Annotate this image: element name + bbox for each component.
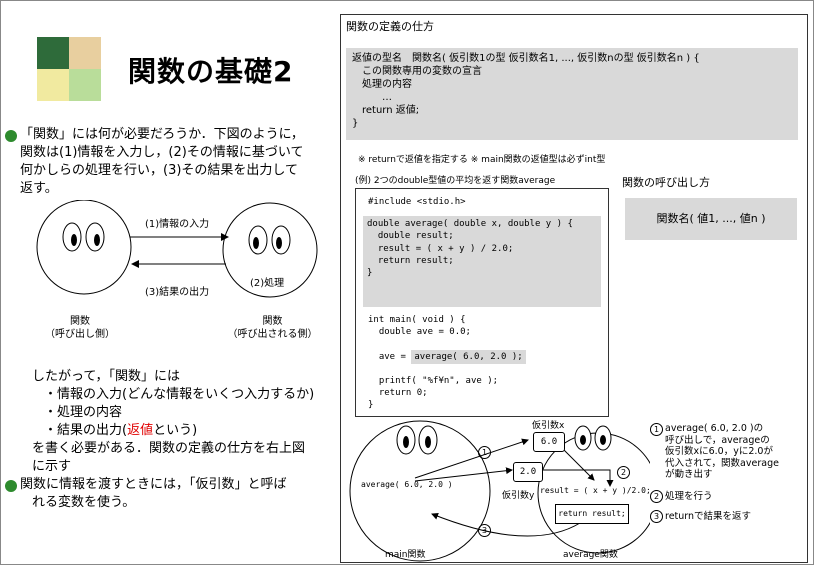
text-part: という) — [153, 423, 197, 438]
code-line: … — [352, 91, 792, 104]
bullet2-text: 関数に情報を渡すときには，「仮引数」と呼ば れる変数を使う。 — [20, 476, 335, 512]
caption-sub: （呼び出し側） — [30, 328, 130, 341]
call-highlight: average( 6.0, 2.0 ); — [411, 350, 525, 364]
pupil-icon — [403, 436, 409, 448]
return-value-term: 返値 — [127, 423, 153, 438]
pupil-icon — [425, 436, 431, 448]
bullet-icon — [5, 480, 17, 492]
step-line: が動き出す — [665, 469, 808, 481]
pupil-icon — [94, 234, 100, 246]
code-line: return result; — [367, 255, 597, 267]
text-line: 何かしらの処理を行い，(3)その結果を出力して — [20, 162, 335, 180]
code-line: 処理の内容 — [352, 78, 792, 91]
pupil-icon — [71, 234, 77, 246]
call-syntax-box: 関数名( 値1, ..., 値n ) — [625, 198, 797, 240]
average-label: average関数 — [563, 547, 618, 560]
step-line: returnで結果を返す — [665, 511, 751, 522]
code-line: int main( void ) { — [368, 314, 471, 326]
bullet1-text: 「関数」には何が必要だろうか．下図のように， 関数は(1)情報を入力し，(2)そ… — [20, 126, 335, 198]
logo-square-1 — [37, 37, 69, 69]
code-line: 返値の型名 関数名( 仮引数1の型 仮引数名1, ..., 仮引数nの型 仮引数… — [352, 52, 792, 65]
logo-square-3 — [37, 69, 69, 101]
pupil-icon — [580, 435, 586, 445]
step-line: 仮引数xに6.0，yに2.0が — [665, 446, 808, 458]
code-line: } — [352, 117, 792, 130]
param-x-box: 6.0 — [533, 432, 565, 452]
definition-note: ※ returnで返値を指定する ※ main関数の返値型は必ずint型 — [358, 152, 605, 165]
step-line: average( 6.0, 2.0 )の — [665, 423, 808, 435]
step-line: 呼び出しで，averageの — [665, 435, 808, 447]
text-line: 関数は(1)情報を入力し，(2)その情報に基づいて — [20, 144, 335, 162]
logo-square-4 — [69, 69, 101, 101]
avg-expr: result = ( x + y )/2.0; — [540, 486, 651, 495]
text-line: したがって，「関数」には — [32, 368, 337, 386]
summary-text: したがって，「関数」には ・情報の入力(どんな情報をいくつ入力するか) ・処理の… — [32, 368, 337, 476]
caller-face — [37, 200, 131, 294]
code-line: } — [367, 267, 597, 279]
logo-square-2 — [69, 37, 101, 69]
avg-return-box: return result; — [555, 504, 629, 524]
code-line: printf( "%f¥n", ave ); — [368, 375, 498, 387]
text-line: ・結果の出力(返値という) — [32, 422, 337, 440]
caption-title: 関数 — [30, 315, 130, 328]
main-function-code: int main( void ) { double ave = 0.0; — [368, 314, 471, 338]
arrow3-label: (3)結果の出力 — [145, 286, 209, 299]
caption-sub: （呼び出される側） — [215, 328, 330, 341]
text-line: 返す。 — [20, 180, 335, 198]
text-line: ・情報の入力(どんな情報をいくつ入力するか) — [32, 386, 337, 404]
pupil-icon — [276, 237, 282, 249]
code-line: return 0; — [368, 387, 498, 399]
code-text: ave = — [368, 352, 411, 362]
step-3-marker: 3 — [478, 524, 491, 537]
main-tail-code: printf( "%f¥n", ave ); return 0;} — [368, 375, 498, 411]
step-line: 処理を行う — [665, 491, 713, 502]
param-x-label: 仮引数x — [532, 418, 564, 431]
step-number: 3 — [650, 510, 663, 523]
text-line: 「関数」には何が必要だろうか．下図のように， — [20, 126, 335, 144]
definition-box: 返値の型名 関数名( 仮引数1の型 仮引数名1, ..., 仮引数nの型 仮引数… — [346, 48, 798, 140]
text-line: に示す — [32, 458, 337, 476]
call-heading: 関数の呼び出し方 — [622, 176, 710, 189]
code-line: double result; — [367, 230, 597, 242]
step-1-marker: 1 — [478, 446, 491, 459]
call-line: ave = average( 6.0, 2.0 ); — [368, 350, 526, 364]
param-y-label: 仮引数y — [502, 488, 534, 501]
code-line: この関数専用の変数の宣言 — [352, 65, 792, 78]
step-1: 1 average( 6.0, 2.0 )の 呼び出しで，averageの 仮引… — [650, 423, 808, 481]
step-number: 1 — [650, 423, 663, 436]
callee-caption: 関数 （呼び出される側） — [215, 315, 330, 341]
param-y-box: 2.0 — [513, 462, 543, 482]
text-line: を書く必要がある．関数の定義の仕方を右上図 — [32, 440, 337, 458]
caller-caption: 関数 （呼び出し側） — [30, 315, 130, 341]
code-line: double average( double x, double y ) { — [367, 218, 597, 230]
main-label: main関数 — [385, 547, 426, 560]
step-2-marker: 2 — [617, 466, 630, 479]
text-line: れる変数を使う。 — [20, 494, 335, 512]
code-line: return 返値; — [352, 104, 792, 117]
caption-title: 関数 — [215, 315, 330, 328]
code-line: } — [368, 399, 498, 411]
page-title: 関数の基礎2 — [128, 50, 293, 90]
code-line: double ave = 0.0; — [368, 326, 471, 338]
process-label: (2)処理 — [250, 277, 284, 290]
code-line: result = ( x + y ) / 2.0; — [367, 243, 597, 255]
definition-heading: 関数の定義の仕方 — [346, 20, 434, 33]
main-call-text: average( 6.0, 2.0 ) — [361, 480, 453, 489]
average-function-code: double average( double x, double y ) { d… — [363, 216, 601, 307]
text-line: 関数に情報を渡すときには，「仮引数」と呼ば — [20, 476, 335, 494]
code-include: #include <stdio.h> — [368, 197, 466, 207]
pupil-icon — [253, 237, 259, 249]
bullet-icon — [5, 130, 17, 142]
text-part: ・結果の出力( — [44, 423, 127, 438]
arrow1-label: (1)情報の入力 — [145, 218, 209, 231]
pupil-icon — [600, 435, 606, 445]
text-line: ・処理の内容 — [32, 404, 337, 422]
example-caption: (例) 2つのdouble型値の平均を返す関数average — [355, 173, 555, 186]
step-number: 2 — [650, 490, 663, 503]
step-line: 代入されて，関数average — [665, 458, 808, 470]
